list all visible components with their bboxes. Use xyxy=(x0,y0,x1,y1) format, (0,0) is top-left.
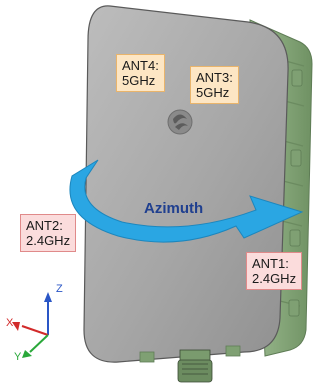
ant2-label: ANT2: 2.4GHz xyxy=(20,214,77,252)
axis-y-label: Y xyxy=(14,351,22,363)
axis-z-label: Z xyxy=(56,283,63,295)
ant1-band: 2.4GHz xyxy=(252,271,297,286)
ant3-label: ANT3: 5GHz xyxy=(190,66,239,104)
ant3-name: ANT3: xyxy=(196,70,233,85)
ant1-label: ANT1: 2.4GHz xyxy=(246,252,303,290)
logo-swirl-icon xyxy=(167,109,193,135)
azimuth-label: Azimuth xyxy=(144,200,204,217)
device-face xyxy=(83,5,289,363)
azimuth-arrow xyxy=(69,159,304,243)
axis-triad: Z X Y xyxy=(6,283,63,363)
ant4-label: ANT4: 5GHz xyxy=(116,54,165,92)
ant2-name: ANT2: xyxy=(26,218,63,233)
axis-x-label: X xyxy=(6,317,14,329)
cable-connector xyxy=(177,349,213,383)
ant4-band: 5GHz xyxy=(122,73,156,88)
ant1-name: ANT1: xyxy=(252,256,289,271)
ant4-name: ANT4: xyxy=(122,58,159,73)
ant2-band: 2.4GHz xyxy=(26,233,71,248)
ant3-band: 5GHz xyxy=(196,85,230,100)
